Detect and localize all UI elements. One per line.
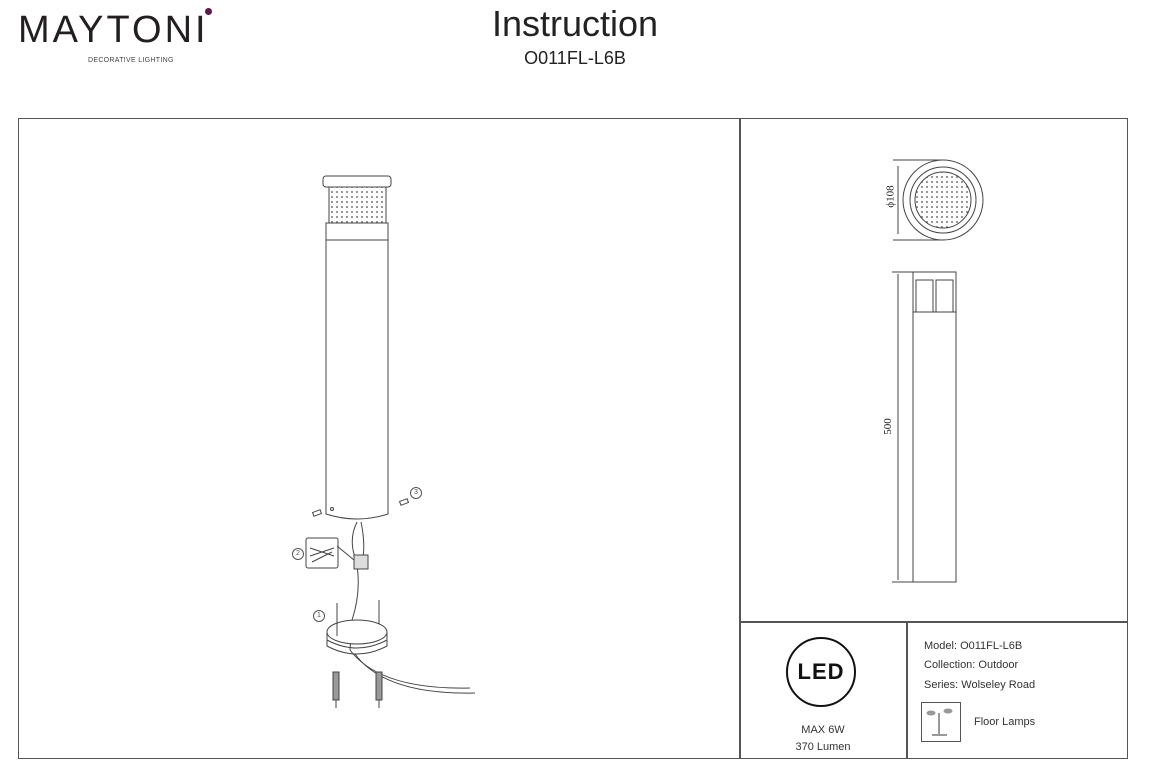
power-rating: MAX 6W bbox=[801, 724, 845, 736]
drawing-frame bbox=[18, 118, 1128, 759]
logo-dot bbox=[205, 8, 212, 15]
divider bbox=[739, 621, 1128, 623]
spec-collection: Collection: Outdoor bbox=[924, 659, 1019, 671]
height-dimension: 500 bbox=[881, 418, 894, 435]
spec-category: Floor Lamps bbox=[974, 716, 1036, 728]
brand-logo: MAYTONI bbox=[18, 9, 209, 51]
brand-tagline: DECORATIVE LIGHTING bbox=[88, 57, 174, 64]
lumen-rating: 370 Lumen bbox=[795, 741, 851, 753]
assembly-drawing bbox=[305, 175, 476, 708]
spec-model: Model: O011FL-L6B bbox=[924, 640, 1023, 652]
step-label-1: 1 bbox=[313, 610, 325, 622]
divider bbox=[739, 118, 741, 759]
diameter-dimension: ϕ108 bbox=[884, 185, 897, 208]
step-label-2: 2 bbox=[292, 548, 304, 560]
led-badge: LED bbox=[786, 637, 856, 707]
dimension-drawing bbox=[892, 159, 984, 583]
divider bbox=[906, 621, 908, 759]
model-code: O011FL-L6B bbox=[524, 48, 626, 68]
step-label-3: 3 bbox=[410, 487, 422, 499]
page-title: Instruction bbox=[491, 3, 659, 44]
spec-series: Series: Wolseley Road bbox=[924, 679, 1036, 691]
floor-lamp-icon bbox=[921, 702, 961, 742]
